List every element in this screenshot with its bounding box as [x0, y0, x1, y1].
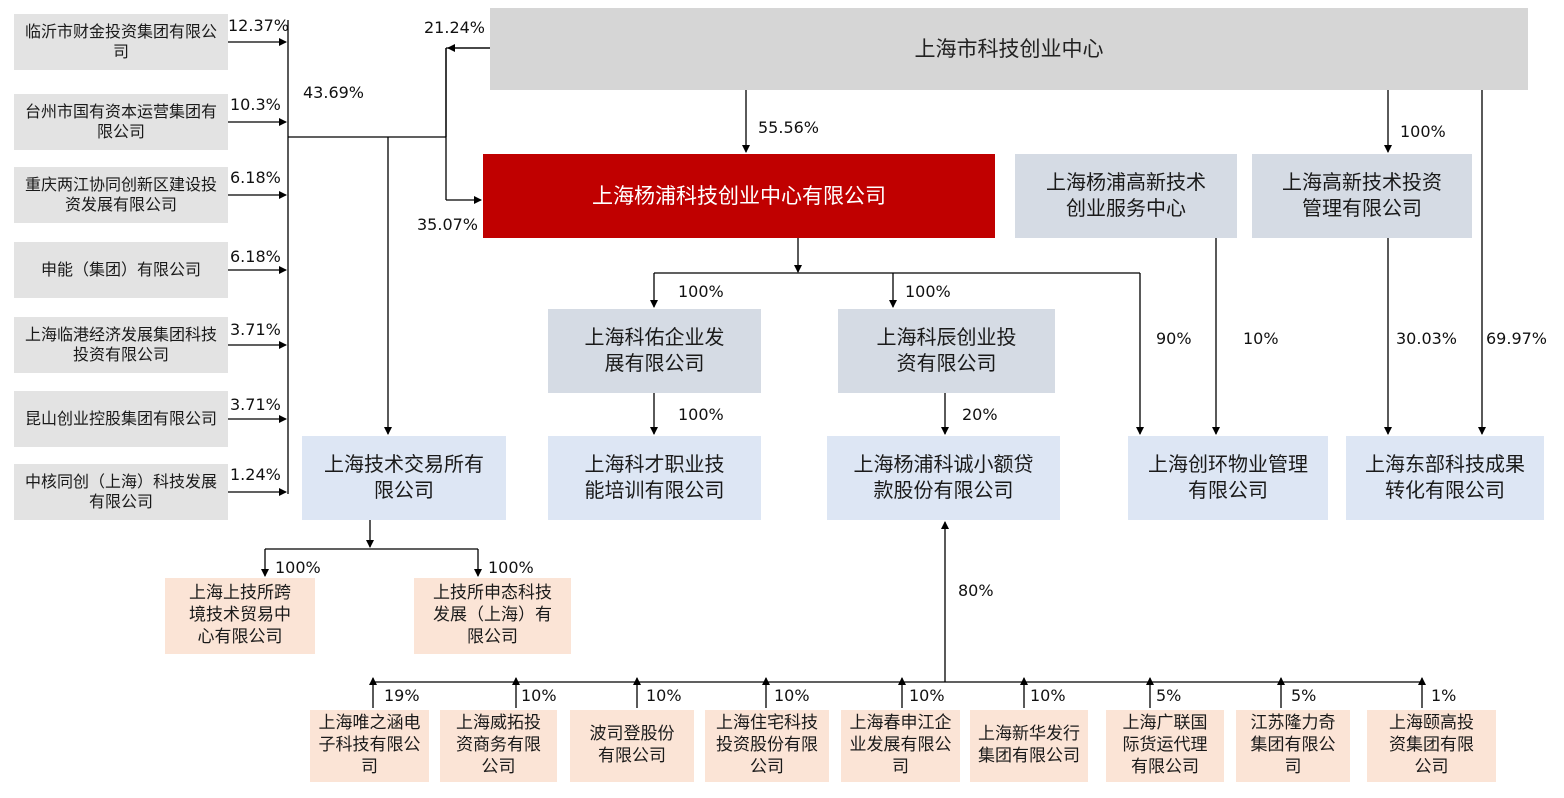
pct-exchange-sub-1: 100%	[275, 558, 321, 577]
pct-holder-4: 10%	[774, 686, 810, 705]
shareholder-cnnc: 中核同创（上海）科技发展有限公司	[14, 464, 228, 520]
pct-holder-3: 10%	[646, 686, 682, 705]
pct-main-to-kechen: 100%	[905, 282, 951, 301]
pct-keyou-to-kecai: 100%	[678, 405, 724, 424]
pct-holder-1: 19%	[384, 686, 420, 705]
pct-center-to-dongbu: 69.97%	[1486, 329, 1548, 348]
pct-main-to-keyou: 100%	[678, 282, 724, 301]
holder-weizhihan: 上海唯之涵电子科技有限公司	[310, 710, 429, 782]
yangpu-tech-center-company: 上海杨浦科技创业中心有限公司	[483, 154, 995, 238]
pct-shareholder-7: 1.24%	[230, 465, 281, 484]
holder-xinhua-distribution: 上海新华发行集团有限公司	[970, 710, 1088, 782]
holder-chunshenjiang: 上海春申江企业发展有限公司	[841, 710, 960, 782]
keyou-enterprise: 上海科佑企业发展有限公司	[548, 309, 761, 393]
kecai-vocational-training: 上海科才职业技能培训有限公司	[548, 436, 761, 520]
pct-shareholder-5: 3.71%	[230, 320, 281, 339]
yangpu-hitech-service-center: 上海杨浦高新技术创业服务中心	[1015, 154, 1237, 238]
pct-holder-9: 1%	[1431, 686, 1457, 705]
pct-holders-to-kecheng: 80%	[958, 581, 994, 600]
dongbu-tech-transfer: 上海东部科技成果转化有限公司	[1346, 436, 1544, 520]
pct-shareholder-4: 6.18%	[230, 247, 281, 266]
pct-shareholder-1: 12.37%	[228, 16, 290, 35]
pct-shareholder-2: 10.3%	[230, 95, 281, 114]
pct-holder-2: 10%	[521, 686, 557, 705]
chuanghuan-property: 上海创环物业管理有限公司	[1128, 436, 1328, 520]
holder-residential-tech: 上海住宅科技投资股份有限公司	[705, 710, 829, 782]
pct-holder-6: 10%	[1030, 686, 1066, 705]
pct-kechen-to-kecheng: 20%	[962, 405, 998, 424]
pct-service-to-chuanghuan: 10%	[1243, 329, 1279, 348]
shareholder-chongqing: 重庆两江协同创新区建设投资发展有限公司	[14, 167, 228, 223]
shareholder-lingang: 上海临港经济发展集团科技投资有限公司	[14, 317, 228, 373]
holder-bosideng: 波司登股份有限公司	[570, 710, 694, 782]
holder-yigao: 上海颐高投资集团有限公司	[1367, 710, 1496, 782]
pct-main-to-chuanghuan: 90%	[1156, 329, 1192, 348]
shanghai-tech-entrepreneur-center: 上海市科技创业中心	[490, 8, 1528, 90]
shareholder-taizhou: 台州市国有资本运营集团有限公司	[14, 94, 228, 150]
pct-center-to-main: 55.56%	[758, 118, 820, 137]
pct-shareholder-6: 3.71%	[230, 395, 281, 414]
holder-guanglian-freight: 上海广联国际货运代理有限公司	[1106, 710, 1224, 782]
pct-holder-7: 5%	[1156, 686, 1182, 705]
pct-center-to-hitech: 100%	[1400, 122, 1446, 141]
kechen-venture-investment: 上海科辰创业投资有限公司	[838, 309, 1055, 393]
hitech-investment-management: 上海高新技术投资管理有限公司	[1252, 154, 1472, 238]
pct-holder-5: 10%	[909, 686, 945, 705]
pct-holder-8: 5%	[1291, 686, 1317, 705]
shanghai-technology-exchange: 上海技术交易所有限公司	[302, 436, 506, 520]
shareholder-linyi: 临沂市财金投资集团有限公司	[14, 14, 228, 70]
shentai-technology: 上技所申态科技发展（上海）有限公司	[414, 578, 571, 654]
cross-border-tech-trade-center: 上海上技所跨境技术贸易中心有限公司	[165, 578, 315, 654]
pct-main-to-exchange: 35.07%	[417, 215, 479, 234]
pct-hitech-to-dongbu: 30.03%	[1396, 329, 1458, 348]
shareholder-shenergy: 申能（集团）有限公司	[14, 242, 228, 298]
holder-longliqi: 江苏隆力奇集团有限公司	[1236, 710, 1350, 782]
pct-shareholder-3: 6.18%	[230, 168, 281, 187]
kecheng-microfinance: 上海杨浦科诚小额贷款股份有限公司	[827, 436, 1060, 520]
pct-shareholders-total: 43.69%	[303, 83, 365, 102]
pct-center-to-exchange: 21.24%	[424, 18, 486, 37]
shareholder-kunshan: 昆山创业控股集团有限公司	[14, 391, 228, 447]
pct-exchange-sub-2: 100%	[488, 558, 534, 577]
holder-weituo: 上海威拓投资商务有限公司	[440, 710, 557, 782]
